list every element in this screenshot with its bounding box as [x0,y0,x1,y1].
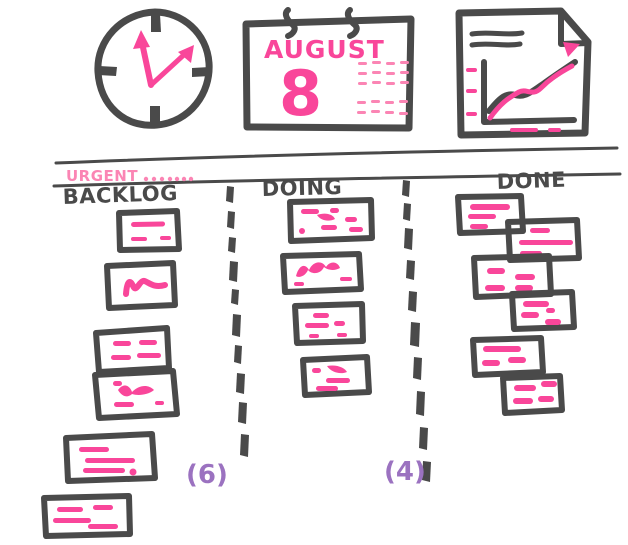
column-doing-cards [280,197,375,398]
card-done-6[interactable] [500,373,565,416]
chart-corner-accent [563,42,580,57]
header-rule-bottom [52,172,622,188]
chart-pink-line [487,63,575,121]
document-text-line-2 [469,41,523,48]
urgent-trailing-dots [143,176,194,182]
urgent-swimlane: URGENT [66,167,194,185]
calendar-dash-grid [357,61,409,115]
card-doing-2[interactable] [280,251,364,295]
document-text-line-1 [469,30,525,37]
chart-axes [481,59,577,125]
card-scribble-blob [118,385,154,397]
calendar-month-label: AUGUST [264,35,385,64]
chart-tick-marks [466,68,561,132]
clock-tick-3 [192,67,210,77]
card-doing-3[interactable] [292,301,366,346]
document-folded-corner [558,10,591,47]
calendar-ring-right [344,7,360,39]
card-done-5[interactable] [470,335,546,378]
calendar-icon: AUGUST 8 [242,7,415,132]
clock-tick-12 [151,14,161,32]
wip-limit-done: (4) [384,457,426,487]
clock-minute-arrow [133,30,150,49]
clock-tick-9 [98,66,117,76]
column-done-cards [455,193,582,416]
divider-doing-done [402,180,431,482]
card-backlog-6[interactable] [41,493,133,539]
column-header-backlog: BACKLOG [62,181,178,209]
card-doing-1[interactable] [287,197,375,244]
header-rule-top [54,146,619,165]
card-done-1[interactable] [455,193,526,236]
card-backlog-5[interactable] [63,431,158,484]
card-backlog-1[interactable] [116,208,182,253]
column-header-done: DONE [496,168,566,194]
card-scribble-zigzag [123,277,168,297]
card-backlog-4[interactable] [92,368,180,421]
clock-tick-6 [150,106,160,125]
clock-hour-hand [148,49,190,88]
column-backlog-cards [41,208,182,539]
calendar-day-number: 8 [279,57,322,130]
urgent-swimlane-label: URGENT [66,167,138,185]
divider-backlog-doing [226,186,249,457]
calendar-ring-left [282,7,298,39]
column-header-doing: DOING [262,175,343,201]
card-backlog-3[interactable] [93,325,172,375]
wip-limit-doing: (6) [186,460,228,490]
clock-icon [94,8,213,129]
chart-document-icon [455,7,592,139]
card-done-4[interactable] [509,289,577,332]
clock-hour-arrow [178,45,194,63]
card-backlog-2[interactable] [104,260,178,311]
card-scribble-dense [296,262,340,277]
card-doing-4[interactable] [300,354,372,398]
